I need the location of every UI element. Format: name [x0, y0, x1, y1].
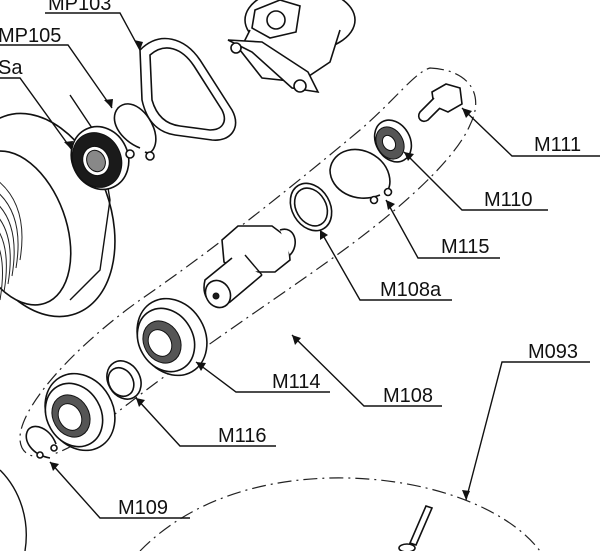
label-m109: M109 [118, 497, 168, 519]
arrowheads [50, 40, 472, 500]
bearing-sa [70, 125, 130, 191]
pin-bottom [398, 505, 434, 551]
label-mp105: MP105 [0, 25, 61, 47]
circlip-m109 [25, 425, 58, 459]
callouts: MP103 MP105 Sa M111 M110 M115 M108a M114… [0, 0, 600, 519]
label-mp103: MP103 [48, 0, 111, 15]
ring-m116 [106, 360, 142, 400]
group-boundary [19, 67, 477, 458]
lower-boundary [139, 477, 541, 551]
label-m108: M108 [383, 385, 433, 407]
label-m108a: M108a [380, 279, 442, 301]
shaft-m108 [203, 225, 296, 309]
bearing-m110 [373, 119, 413, 163]
circlip-mp105 [113, 103, 157, 161]
washer-m108a [289, 182, 333, 232]
bearing-m114 [136, 297, 208, 377]
label-m111: M111 [534, 134, 581, 156]
bolt-m111 [417, 83, 463, 123]
label-sa: Sa [0, 57, 23, 79]
label-m093: M093 [528, 341, 578, 363]
label-m110: M110 [484, 189, 533, 211]
handle-mp103 [139, 37, 237, 141]
top-mechanism [227, 0, 356, 94]
label-m115: M115 [441, 236, 490, 258]
label-m114: M114 [272, 371, 321, 393]
label-m116: M116 [218, 425, 267, 447]
circlip-m115 [329, 148, 393, 205]
bearing-lower [44, 372, 116, 452]
